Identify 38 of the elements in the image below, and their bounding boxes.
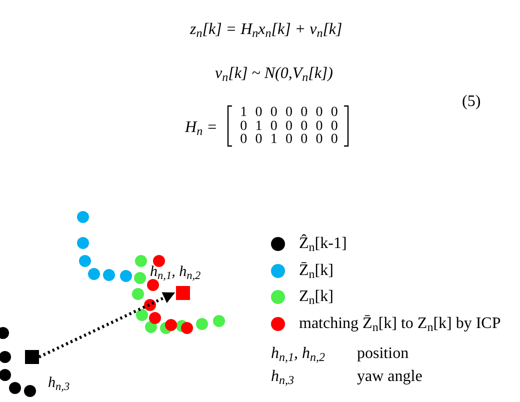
matrix-entry: 0: [330, 106, 339, 120]
matrix-entry: 1: [239, 106, 248, 120]
matrix-entry: 0: [300, 106, 309, 120]
matrix-entry: 1: [254, 120, 264, 133]
legend-label: Ẑ$_{n}$[k-1]: [299, 233, 347, 256]
matrix-entry: 0: [300, 133, 309, 146]
square-marker: [176, 286, 190, 300]
equation-number: (5): [462, 92, 481, 112]
matrix-entry: 0: [300, 120, 309, 133]
equation: v$_{n}$[k] ~ N(0,V$_{n}$[k]): [215, 64, 333, 86]
legend-label: matching Z̄$_{n}$[k] to Z$_{n}$[k] by ICP: [299, 314, 501, 336]
matrix-entry: 1: [269, 133, 278, 146]
variable-label: h$_{n,3}$: [271, 367, 294, 389]
dotted-arrow: [38, 292, 176, 358]
matrix-entry: 0: [239, 133, 248, 146]
matrix-entry: 0: [330, 120, 339, 133]
matrix-entry: 0: [254, 106, 264, 120]
legend-description: yaw angle: [357, 367, 422, 387]
matrix-entry: 0: [269, 106, 278, 120]
legend-label: Z̄$_{n}$[k]: [299, 260, 334, 282]
square-marker: [25, 350, 39, 364]
matrix-entry: 0: [254, 133, 264, 146]
matrix-entry: 0: [269, 120, 278, 133]
matrix-entry: 0: [314, 133, 324, 146]
equation: H$_{n}$ =: [185, 118, 218, 140]
variable-label: h$_{n,1}$, h$_{n,2}$: [271, 344, 325, 366]
matrix-entry: 0: [314, 106, 324, 120]
matrix-entry: 0: [284, 120, 294, 133]
matrix-entry: 0: [239, 120, 248, 133]
variable-label: h$_{n,3}$: [48, 374, 70, 394]
matrix-entry: 0: [284, 106, 294, 120]
legend-label: Z$_{n}$[k]: [299, 287, 334, 309]
matrix-entry: 0: [284, 133, 294, 146]
equation: z$_{n}$[k] = H$_{n}$x$_{n}$[k] + v$_{n}$[k]: [190, 20, 342, 42]
legend-description: position: [357, 344, 409, 364]
matrix-entry: 0: [314, 120, 324, 133]
variable-label: h$_{n,1}$, h$_{n,2}$: [150, 263, 201, 284]
matrix-entry: 0: [330, 133, 339, 146]
